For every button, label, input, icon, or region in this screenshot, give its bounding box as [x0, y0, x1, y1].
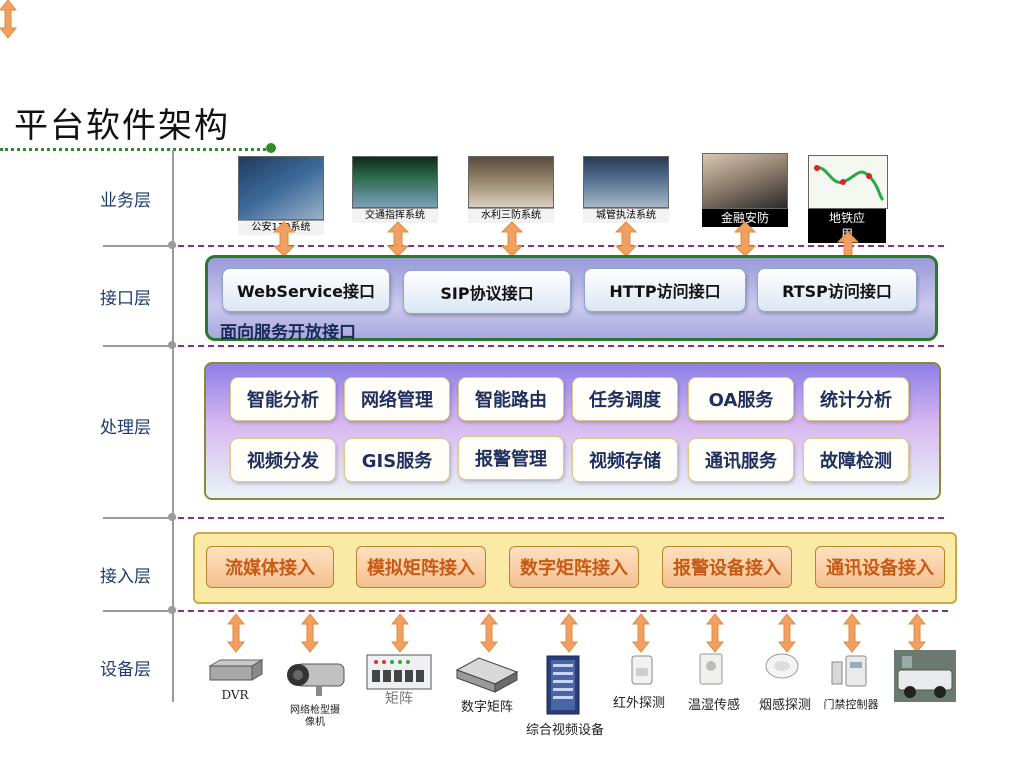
service-fault-detection: 故障检测 — [803, 438, 909, 482]
interface-webservice: WebService接口 — [222, 268, 390, 312]
interface-http: HTTP访问接口 — [584, 268, 746, 312]
service-statistics: 统计分析 — [803, 377, 909, 421]
business-system-label: 水利三防系统 — [468, 208, 554, 223]
smoke-detector-icon — [765, 653, 799, 679]
separator-dash — [178, 517, 944, 519]
subway-map-photo-icon — [808, 155, 888, 209]
separator-dash — [178, 245, 944, 247]
separator-node — [168, 606, 176, 614]
separator-dash — [178, 610, 948, 612]
service-oa: OA服务 — [688, 377, 794, 421]
business-system-urban: 城管执法系统 — [583, 156, 669, 223]
urban-enforcement-photo-icon — [583, 156, 669, 208]
access-control-icon — [831, 655, 867, 687]
separator-node — [168, 513, 176, 521]
business-system-label: 交通指挥系统 — [352, 208, 438, 223]
interface-sip: SIP协议接口 — [403, 270, 571, 314]
page-title: 平台软件架构 — [14, 106, 230, 146]
double-arrow-icon — [391, 613, 409, 653]
service-video-distribution: 视频分发 — [230, 438, 336, 482]
service-video-storage: 视频存储 — [572, 438, 678, 482]
mobile-vehicle-icon — [894, 650, 956, 702]
separator-dash — [178, 345, 944, 347]
device-label-video-equipment: 综合视频设备 — [525, 723, 604, 738]
video-equipment-rack-icon — [546, 655, 580, 715]
double-arrow-icon — [734, 221, 756, 257]
double-arrow-icon — [778, 613, 796, 653]
bullet-camera-icon — [287, 663, 345, 696]
business-system-label: 城管执法系统 — [583, 208, 669, 223]
dvr-icon — [208, 659, 264, 681]
business-system-label: 金融安防 — [702, 209, 788, 227]
double-arrow-icon — [273, 221, 295, 257]
title-underline-dot — [266, 143, 276, 153]
access-alarm-device: 报警设备接入 — [662, 546, 792, 588]
access-digital-matrix: 数字矩阵接入 — [509, 546, 639, 588]
business-system-water: 水利三防系统 — [468, 156, 554, 223]
label-line: 像机 — [305, 717, 325, 728]
separator-line — [103, 245, 176, 247]
double-arrow-icon — [301, 613, 319, 653]
double-arrow-icon — [843, 613, 861, 653]
police-photo-icon — [238, 156, 324, 220]
service-task-scheduling: 任务调度 — [572, 377, 678, 421]
label-line: 网络枪型摄 — [290, 705, 340, 716]
business-system-subway: 地铁应 用 — [808, 155, 888, 243]
device-label-infrared: 红外探测 — [612, 696, 665, 711]
double-arrow-icon — [387, 221, 409, 257]
interface-caption: 面向服务开放接口 — [220, 323, 356, 343]
double-arrow-icon — [560, 613, 578, 653]
device-label-access-control: 门禁控制器 — [823, 698, 879, 711]
infrared-detector-icon — [631, 655, 653, 685]
service-communication: 通讯服务 — [688, 438, 794, 482]
double-arrow-icon — [227, 613, 245, 653]
layer-label-access: 接入层 — [100, 567, 151, 587]
layer-label-processing: 处理层 — [100, 418, 151, 438]
service-gis: GIS服务 — [344, 438, 450, 482]
business-system-finance: 金融安防 — [702, 153, 788, 227]
separator-node — [168, 341, 176, 349]
service-alarm-management: 报警管理 — [458, 436, 564, 480]
layer-axis — [172, 150, 174, 702]
device-label-temp-humidity: 温湿传感 — [687, 698, 740, 713]
water-control-photo-icon — [468, 156, 554, 208]
interface-rtsp: RTSP访问接口 — [757, 268, 917, 312]
access-analog-matrix: 模拟矩阵接入 — [356, 546, 486, 588]
digital-matrix-icon — [455, 657, 519, 693]
access-streaming: 流媒体接入 — [206, 546, 334, 588]
device-label-matrix: 矩阵 — [385, 691, 413, 707]
layer-label-business: 业务层 — [100, 191, 151, 211]
service-network-management: 网络管理 — [344, 377, 450, 421]
double-arrow-icon — [615, 221, 637, 257]
device-label-digital-matrix: 数字矩阵 — [460, 700, 513, 715]
double-arrow-icon — [706, 613, 724, 653]
separator-line — [103, 345, 176, 347]
layer-label-device: 设备层 — [100, 660, 151, 680]
device-label-camera: 网络枪型摄 像机 — [282, 705, 348, 729]
matrix-icon — [366, 654, 432, 690]
finance-security-photo-icon — [702, 153, 788, 209]
separator-line — [103, 517, 176, 519]
traffic-control-photo-icon — [352, 156, 438, 208]
double-arrow-icon — [632, 613, 650, 653]
layer-label-interface: 接口层 — [100, 289, 151, 309]
title-underline — [0, 148, 272, 151]
access-communication-device: 通讯设备接入 — [815, 546, 945, 588]
double-arrow-icon — [908, 613, 926, 653]
service-intelligent-analysis: 智能分析 — [230, 377, 336, 421]
business-system-traffic: 交通指挥系统 — [352, 156, 438, 223]
device-label-dvr: DVR — [221, 688, 249, 702]
separator-node — [168, 241, 176, 249]
device-label-smoke: 烟感探测 — [758, 698, 811, 713]
double-arrow-icon — [480, 613, 498, 653]
double-arrow-icon — [501, 221, 523, 257]
service-intelligent-routing: 智能路由 — [458, 377, 564, 421]
temp-humidity-sensor-icon — [699, 653, 723, 685]
separator-line — [103, 610, 176, 612]
label-line: 地铁应 — [828, 211, 865, 225]
